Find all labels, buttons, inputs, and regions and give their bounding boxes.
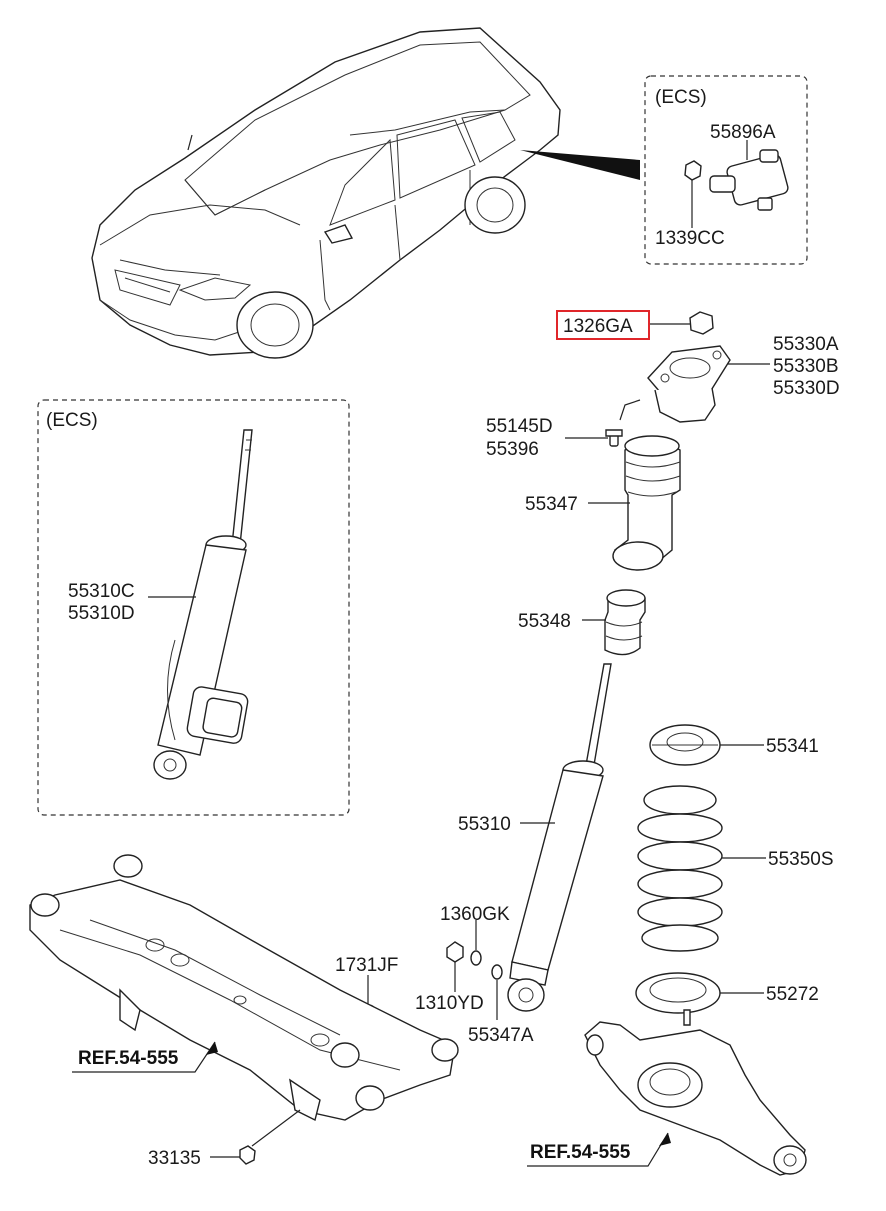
rear-crossmember xyxy=(29,854,459,1122)
upper-mount-55330 xyxy=(647,345,731,423)
label-55330B: 55330B xyxy=(773,356,839,377)
sensor-55896A xyxy=(709,149,789,211)
label-55396: 55396 xyxy=(486,439,539,460)
washer-1360GK xyxy=(470,950,482,966)
label-33135: 33135 xyxy=(148,1148,201,1169)
label-55896A: 55896A xyxy=(710,122,776,143)
shock-absorber-55310 xyxy=(507,663,612,1012)
washer-55347A xyxy=(491,964,503,980)
bolt-55145D xyxy=(605,399,641,447)
vehicle-illustration xyxy=(91,27,640,359)
label-55350S: 55350S xyxy=(768,849,834,870)
label-1310YD: 1310YD xyxy=(415,993,484,1014)
label-55347: 55347 xyxy=(525,494,578,515)
label-55272: 55272 xyxy=(766,984,819,1005)
label-1339CC: 1339CC xyxy=(655,228,725,249)
nut-1310YD xyxy=(446,941,464,963)
label-55348: 55348 xyxy=(518,611,571,632)
ref-label-right: REF.54-555 xyxy=(530,1142,631,1163)
label-55341: 55341 xyxy=(766,736,819,757)
label-55330D: 55330D xyxy=(773,378,840,399)
label-1731JF: 1731JF xyxy=(335,955,398,976)
label-55330A: 55330A xyxy=(773,334,839,355)
ecs-shock-absorber xyxy=(153,429,253,780)
label-1360GK: 1360GK xyxy=(440,904,510,925)
ref-label-left: REF.54-555 xyxy=(78,1048,179,1069)
label-55310C: 55310C xyxy=(68,581,135,602)
nut-33135 xyxy=(239,1145,256,1165)
ecs-shock-box-title: (ECS) xyxy=(46,410,98,431)
spring-pad-55341 xyxy=(649,724,721,766)
ecs-sensor-box xyxy=(644,75,808,265)
ecs-sensor-box-title: (ECS) xyxy=(655,87,707,108)
ecs-shock-group: (ECS) 55310C 55310D xyxy=(37,399,350,816)
ecs-sensor-group: (ECS) 55896A 1339CC xyxy=(644,75,808,265)
nut-1339CC xyxy=(684,160,702,181)
lower-pad-55272 xyxy=(635,972,721,1026)
rear-lower-arm xyxy=(584,1021,807,1176)
label-55347A: 55347A xyxy=(468,1025,534,1046)
nut-1326GA xyxy=(689,311,714,335)
dust-boot-55347 xyxy=(612,435,681,571)
bump-stopper-55348 xyxy=(604,589,646,656)
highlight-box-1326GA xyxy=(556,310,650,340)
label-55145D: 55145D xyxy=(486,416,553,437)
label-55310: 55310 xyxy=(458,814,511,835)
label-1326GA: 1326GA xyxy=(563,316,633,337)
label-55310D: 55310D xyxy=(68,603,135,624)
coil-spring-55350S xyxy=(637,785,723,952)
